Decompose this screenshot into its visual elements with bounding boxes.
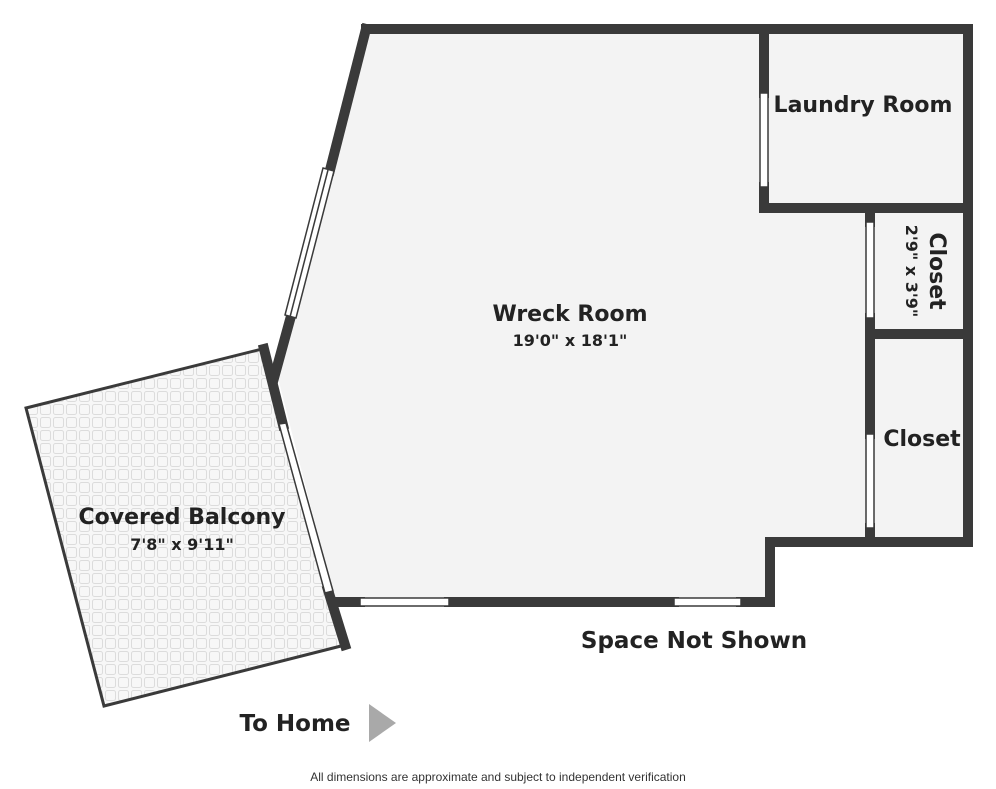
- play-triangle-icon: [369, 704, 396, 742]
- laundry-door-opening: [759, 92, 769, 188]
- space-not-shown-label: Space Not Shown: [581, 628, 807, 654]
- closet-lower-floor: [871, 336, 966, 541]
- balcony-door-opening: [278, 422, 334, 594]
- closet-upper-dims: 2'9" x 3'9": [902, 225, 921, 317]
- wreck-room-dims: 19'0" x 18'1": [513, 331, 628, 350]
- covered-balcony-label: Covered Balcony: [78, 505, 285, 530]
- laundry-room-label: Laundry Room: [774, 93, 953, 118]
- bottom-opening-right: [673, 597, 742, 607]
- wreck-room-label: Wreck Room: [492, 302, 647, 327]
- walls: [257, 22, 973, 652]
- closet-lower-door: [865, 433, 875, 529]
- disclaimer-text: All dimensions are approximate and subje…: [310, 770, 686, 784]
- openings: [278, 92, 875, 607]
- wreck-room-floor: [278, 30, 868, 602]
- laundry-room-floor: [765, 32, 966, 206]
- closet-upper-door: [865, 221, 875, 319]
- to-home-label: To Home: [239, 711, 350, 737]
- bottom-opening-left: [359, 597, 450, 607]
- closet-upper-label: Closet: [924, 232, 949, 310]
- covered-balcony-dims: 7'8" x 9'11": [130, 535, 234, 554]
- closet-lower-label: Closet: [883, 427, 961, 452]
- closet-upper-floor: [871, 210, 966, 331]
